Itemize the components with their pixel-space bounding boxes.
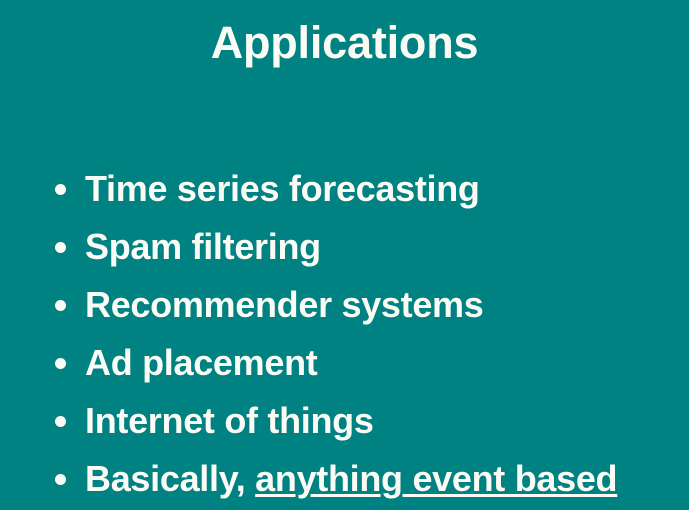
bullet-dot-icon	[55, 300, 66, 311]
list-item: Basically, anything event based	[52, 450, 679, 508]
list-item: Recommender systems	[52, 276, 679, 334]
list-item: Spam filtering	[52, 218, 679, 276]
bullet-dot-icon	[55, 184, 66, 195]
bullet-item-label: Internet of things	[85, 401, 374, 441]
list-item: Ad placement	[52, 334, 679, 392]
bullet-dot-icon	[55, 474, 66, 485]
bullet-item-text: Ad placement	[85, 342, 318, 384]
bullet-item-text: Basically,	[85, 458, 256, 500]
bullet-item-label: Ad placement	[85, 342, 318, 384]
bullet-item-emphasis: anything event based	[255, 458, 618, 500]
bullet-dot-icon	[55, 416, 66, 427]
bullet-dot-icon	[55, 358, 66, 369]
list-item: Internet of things	[52, 392, 679, 450]
page-title: Applications	[210, 17, 479, 68]
bullet-item-label: Time series forecasting	[85, 169, 480, 209]
applications-bullet-list: Time series forecasting Spam filtering R…	[52, 160, 679, 508]
list-item: Time series forecasting	[52, 160, 679, 218]
bullet-item-label: Spam filtering	[85, 227, 321, 267]
bullet-item-text: Internet of things	[85, 400, 374, 442]
bullet-item-text: Recommender systems	[85, 284, 484, 326]
bullet-dot-icon	[55, 242, 66, 253]
bullet-item-label: Basically, anything event based	[85, 458, 618, 500]
bullet-item-text: Time series forecasting	[85, 168, 480, 210]
bullet-item-text: Spam filtering	[85, 226, 321, 268]
bullet-item-label: Recommender systems	[85, 285, 484, 325]
